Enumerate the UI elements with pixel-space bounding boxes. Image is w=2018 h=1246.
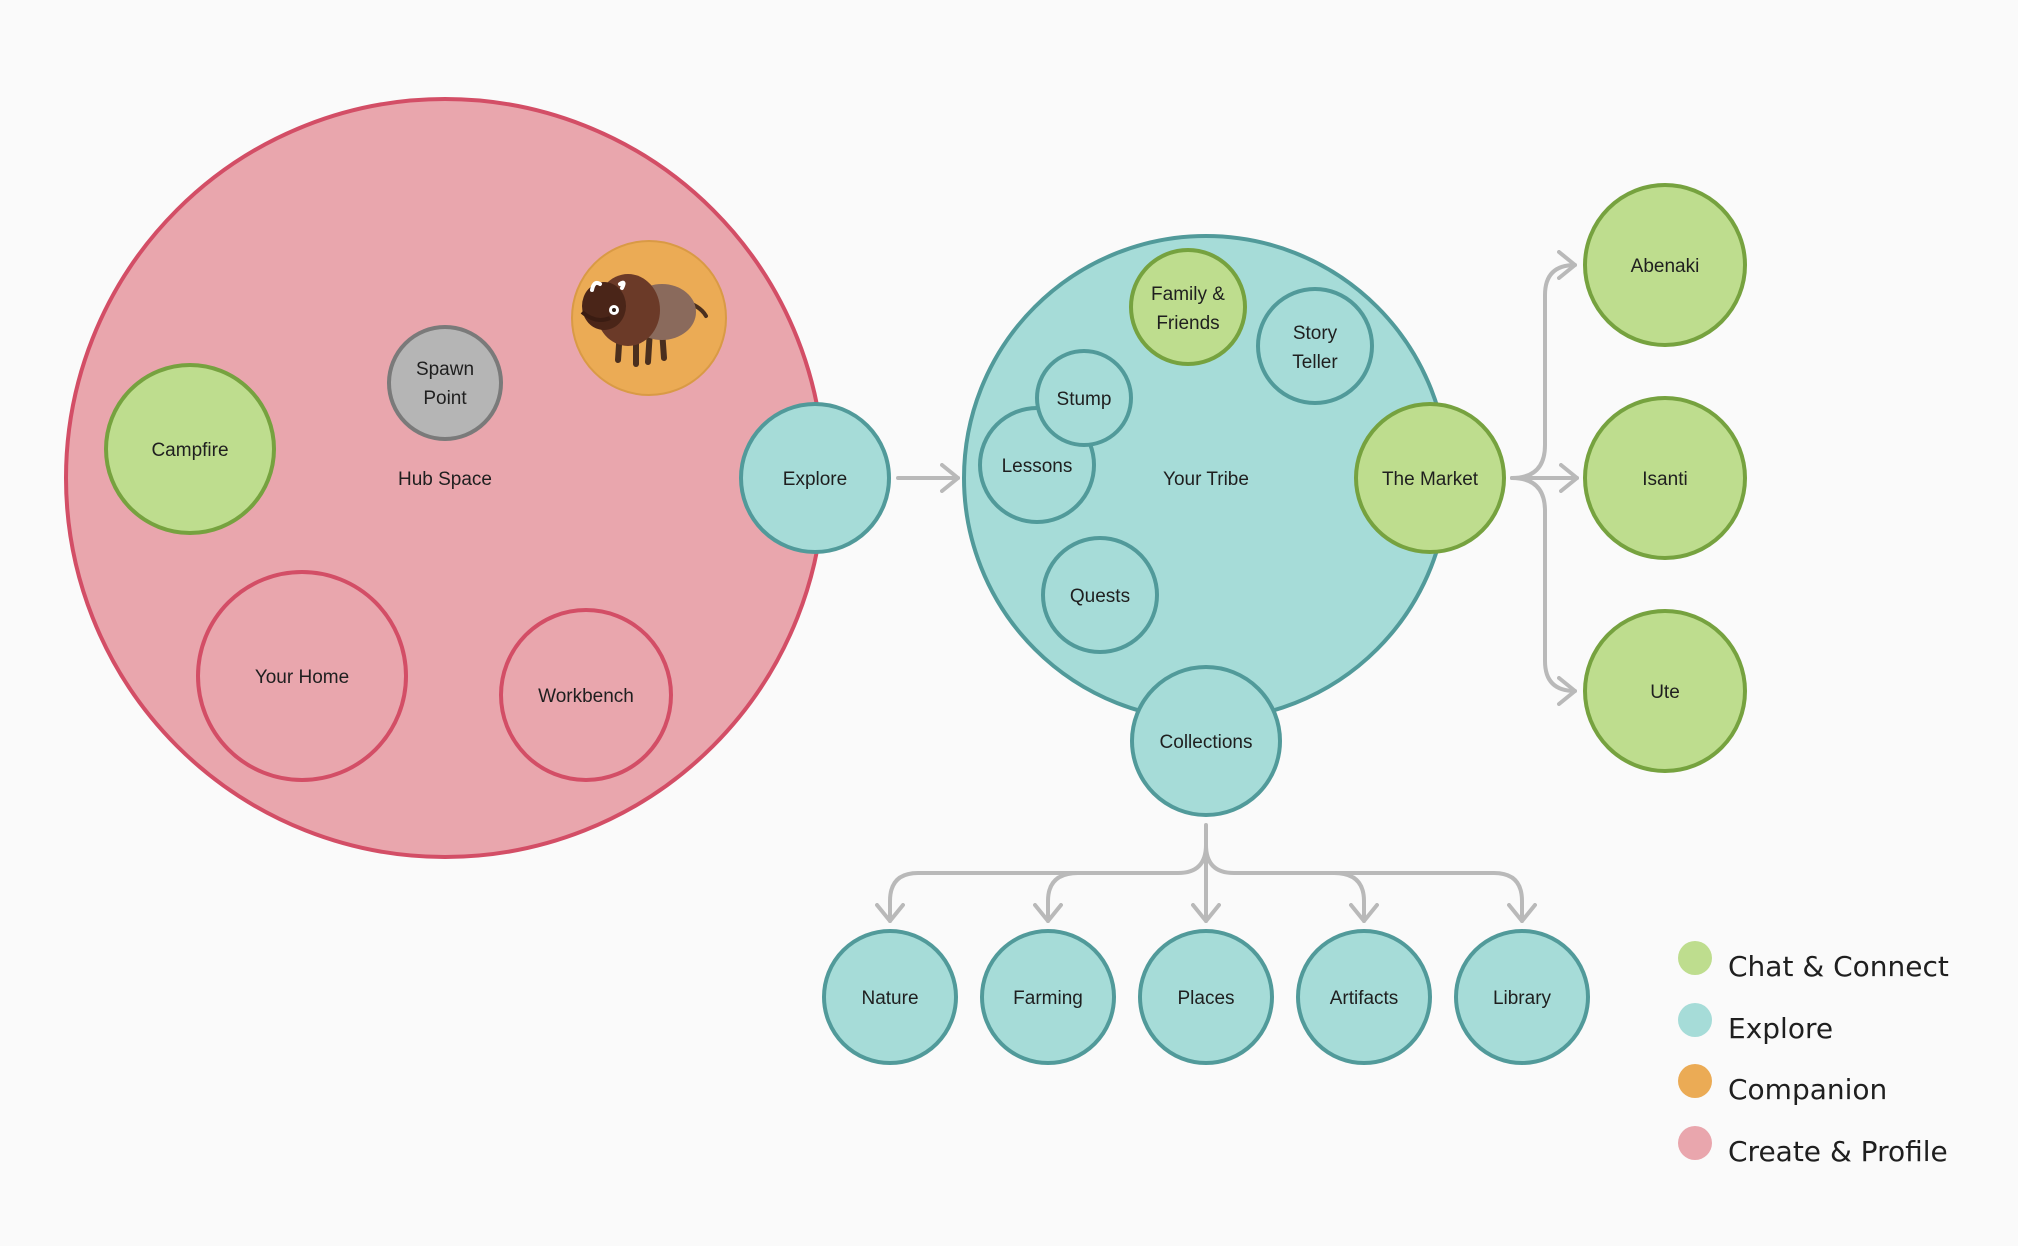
family-friends-label-line2: Friends xyxy=(1156,313,1219,334)
market-branch-isanti[interactable]: Isanti xyxy=(1583,396,1747,560)
workbench-node[interactable]: Workbench xyxy=(499,608,673,782)
legend-item-companion: Companion xyxy=(1678,1064,1887,1106)
legend-item-create: Create & Profile xyxy=(1678,1126,1948,1168)
stump-label: Stump xyxy=(1057,389,1112,410)
library-label: Library xyxy=(1493,988,1552,1009)
abenaki-label: Abenaki xyxy=(1631,256,1700,277)
market-branch-ute[interactable]: Ute xyxy=(1583,609,1747,773)
family-friends-node[interactable]: Family & Friends xyxy=(1129,248,1247,366)
market-branch-abenaki[interactable]: Abenaki xyxy=(1583,183,1747,347)
bison-icon xyxy=(580,274,708,367)
collection-branch-nature[interactable]: Nature xyxy=(822,929,958,1065)
campfire-label: Campfire xyxy=(151,440,228,461)
your-home-label: Your Home xyxy=(255,667,349,688)
nature-label: Nature xyxy=(861,988,918,1009)
collection-branch-farming[interactable]: Farming xyxy=(980,929,1116,1065)
legend-swatch-companion xyxy=(1678,1064,1712,1098)
legend-label-explore: Explore xyxy=(1728,1012,1833,1045)
collections-branch-right xyxy=(1204,843,1537,923)
lessons-label: Lessons xyxy=(1002,456,1073,477)
collections-to-farming-arrow xyxy=(1033,871,1080,923)
family-friends-label-line1: Family & xyxy=(1151,284,1225,305)
quests-label: Quests xyxy=(1070,586,1130,607)
artifacts-label: Artifacts xyxy=(1330,988,1399,1009)
legend-swatch-create xyxy=(1678,1126,1712,1160)
the-market-node[interactable]: The Market xyxy=(1354,402,1506,554)
your-home-node[interactable]: Your Home xyxy=(196,570,408,782)
campfire-node[interactable]: Campfire xyxy=(104,363,276,535)
collections-to-artifacts-arrow xyxy=(1332,871,1379,923)
the-market-label: The Market xyxy=(1382,469,1479,490)
workbench-label: Workbench xyxy=(538,686,634,707)
isanti-label: Isanti xyxy=(1642,469,1687,490)
companion-node[interactable] xyxy=(571,240,727,396)
legend-item-explore: Explore xyxy=(1678,1003,1833,1045)
legend-item-chat: Chat & Connect xyxy=(1678,941,1949,983)
market-to-abenaki-arrow xyxy=(1510,250,1577,480)
spawn-point-node[interactable]: Spawn Point xyxy=(387,325,503,441)
farming-label: Farming xyxy=(1013,988,1083,1009)
legend-label-chat: Chat & Connect xyxy=(1728,950,1949,983)
places-label: Places xyxy=(1177,988,1234,1009)
legend-label-create: Create & Profile xyxy=(1728,1135,1948,1168)
collection-branch-places[interactable]: Places xyxy=(1138,929,1274,1065)
market-to-ute-arrow xyxy=(1510,476,1577,706)
legend-swatch-chat xyxy=(1678,941,1712,975)
story-teller-label-line1: Story xyxy=(1293,323,1338,344)
hub-space-label: Hub Space xyxy=(398,469,492,490)
story-teller-node[interactable]: Story Teller xyxy=(1256,287,1374,405)
legend: Chat & Connect Explore Companion Create … xyxy=(1678,941,1949,1168)
ute-label: Ute xyxy=(1650,682,1680,703)
legend-swatch-explore xyxy=(1678,1003,1712,1037)
quests-node[interactable]: Quests xyxy=(1041,536,1159,654)
collection-branch-artifacts[interactable]: Artifacts xyxy=(1296,929,1432,1065)
story-teller-label-line2: Teller xyxy=(1292,352,1338,373)
explore-node[interactable]: Explore xyxy=(739,402,891,554)
spawn-point-label-line1: Spawn xyxy=(416,359,474,380)
explore-label: Explore xyxy=(783,469,847,490)
collections-label: Collections xyxy=(1160,732,1253,753)
spawn-point-label-line2: Point xyxy=(423,388,467,409)
your-tribe-label: Your Tribe xyxy=(1163,469,1249,490)
collections-node[interactable]: Collections xyxy=(1130,665,1282,817)
connectors xyxy=(875,250,1579,923)
collection-branch-library[interactable]: Library xyxy=(1454,929,1590,1065)
stump-node[interactable]: Stump xyxy=(1035,349,1133,447)
legend-label-companion: Companion xyxy=(1728,1073,1887,1106)
